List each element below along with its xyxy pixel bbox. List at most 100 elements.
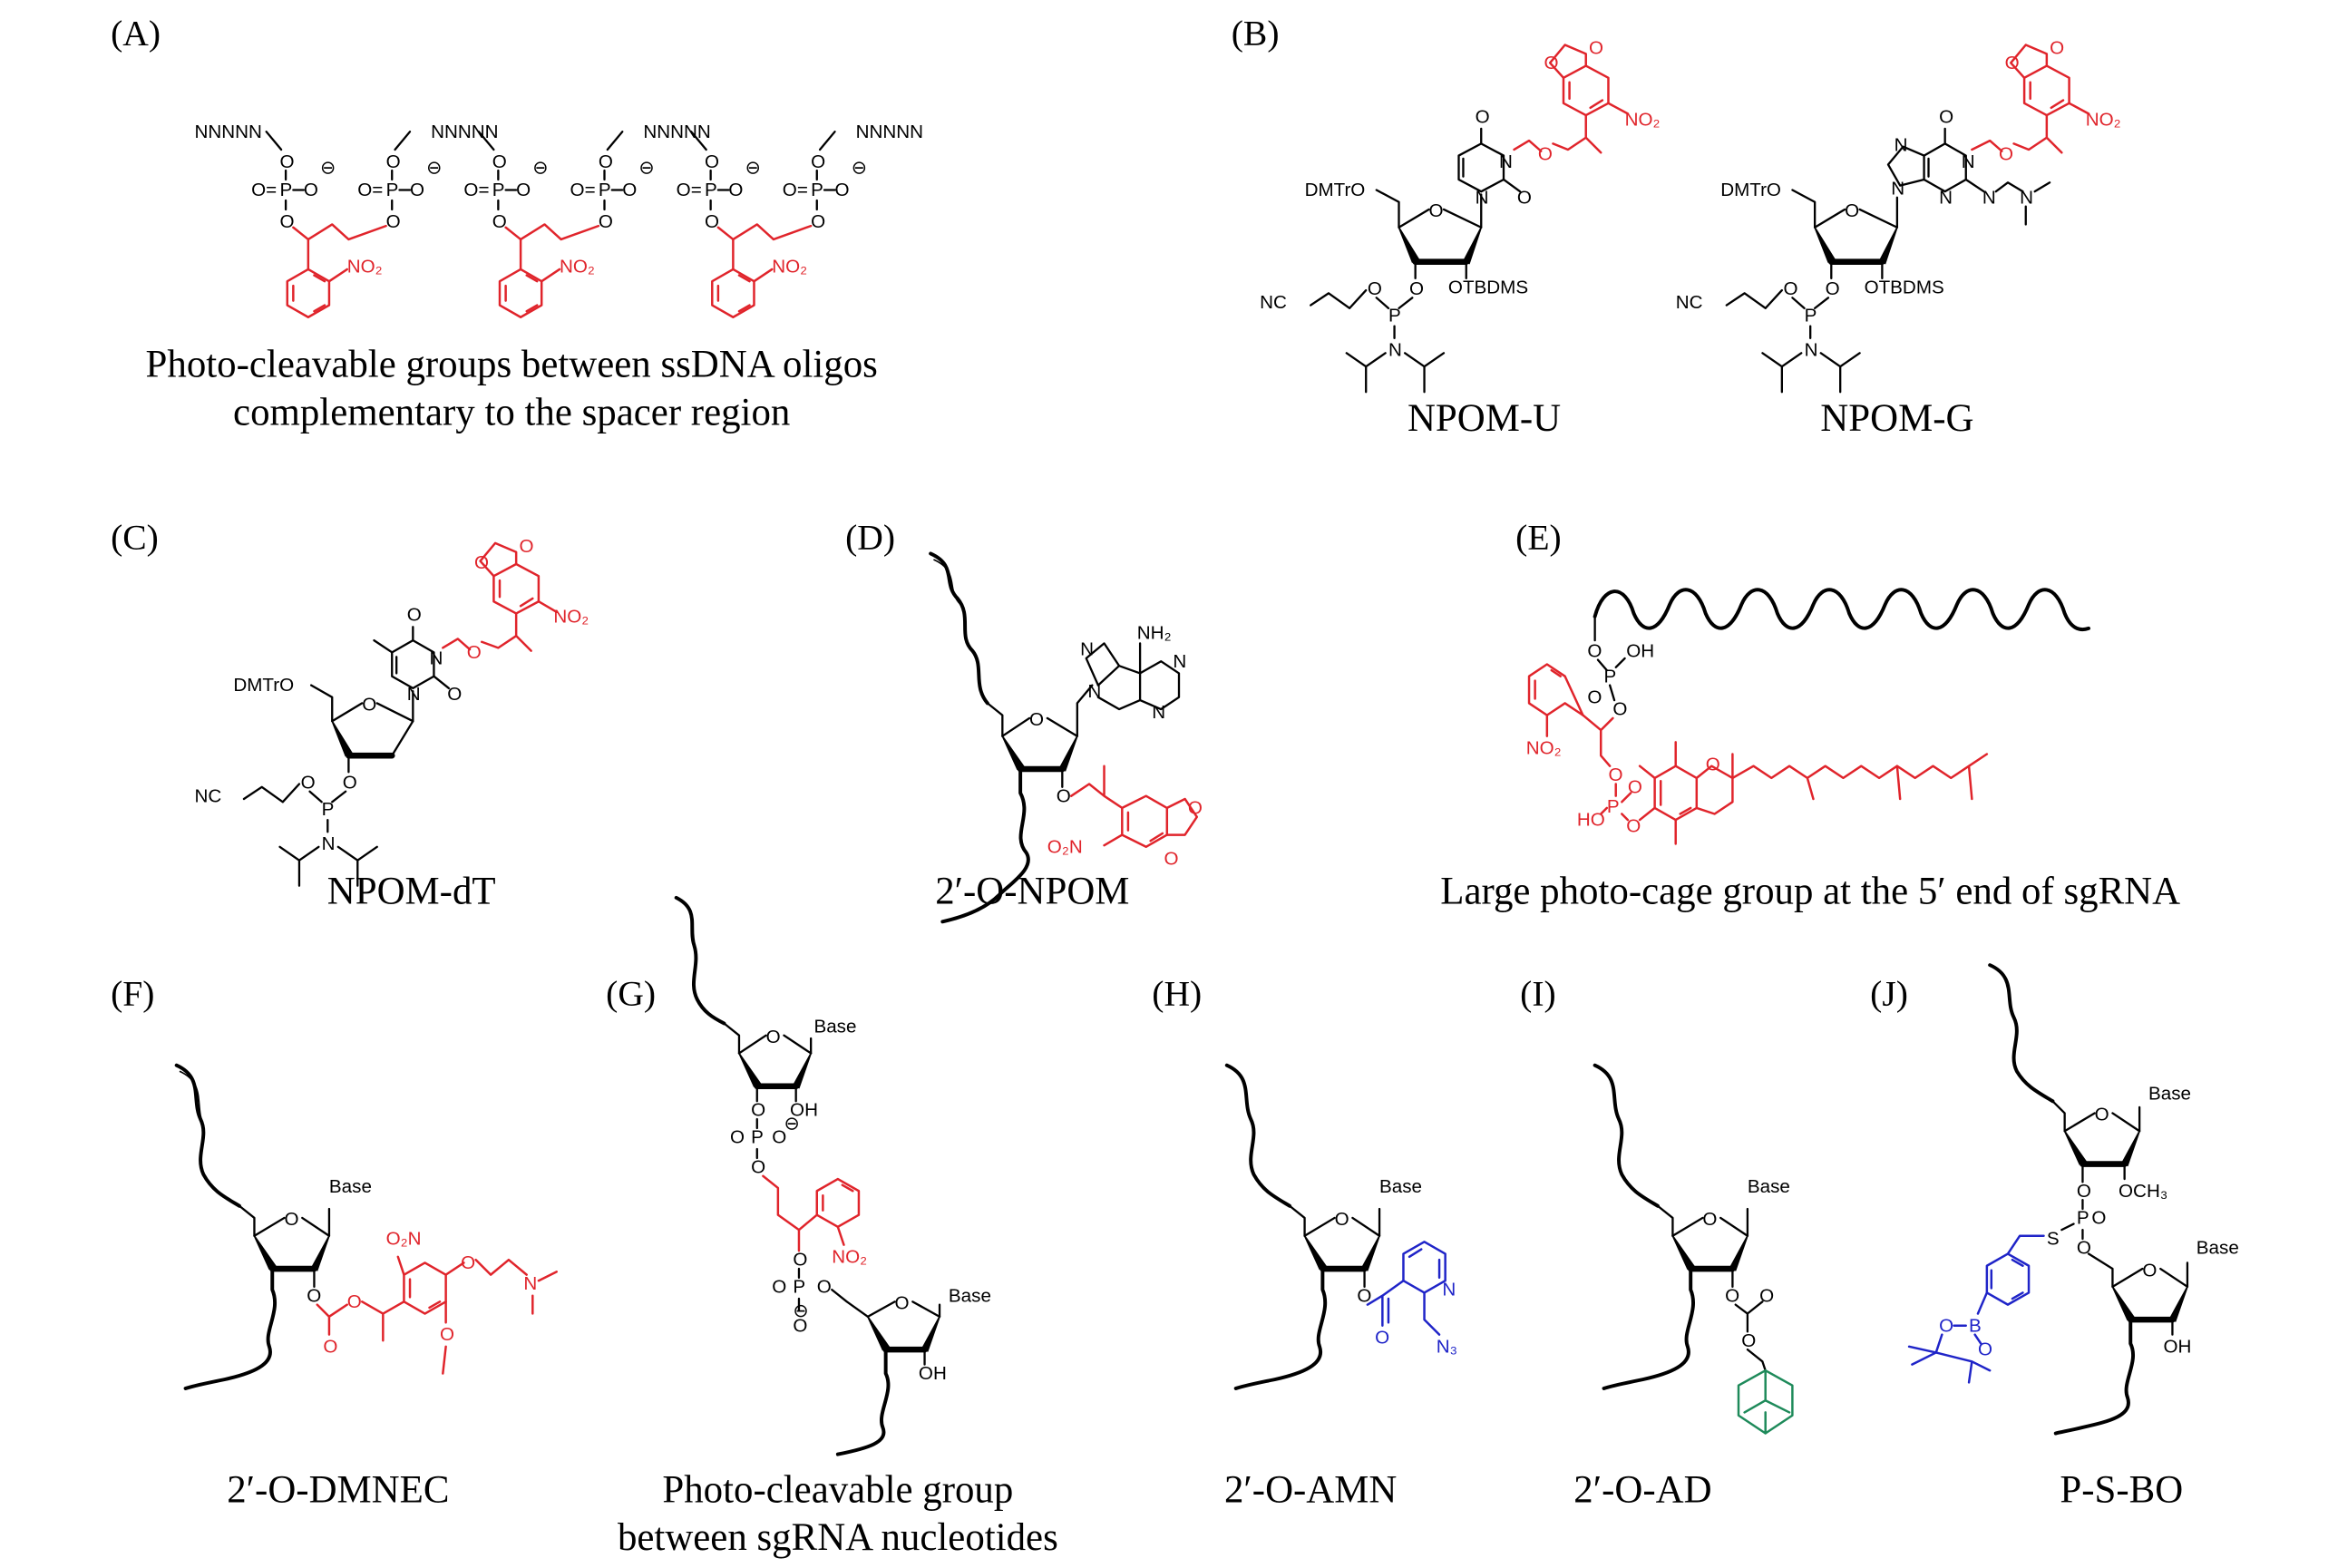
atom-o: O — [410, 180, 424, 200]
atom-p: P — [751, 1126, 764, 1147]
atom-o: O — [1375, 1328, 1389, 1349]
base-label: Base — [2148, 1084, 2191, 1105]
atom-o: O — [1939, 1315, 1953, 1336]
panel-d-label: (D) — [845, 517, 895, 557]
panel-h: (H) O Base O O N N₃ 2′-O-AMN — [1152, 974, 1457, 1512]
hydroxyl-label: OH — [919, 1363, 947, 1384]
atom-n: N — [1173, 651, 1186, 672]
atom-o: O — [474, 552, 489, 573]
atom-o: O= — [357, 180, 383, 200]
atom-o: O — [1999, 144, 2013, 165]
atom-o: O — [440, 1324, 454, 1345]
atom-o: O — [2095, 1105, 2109, 1125]
large-photocage-structure: O P OH O O NO₂ O P O HO O O — [1526, 588, 2091, 845]
negative-charge: ⊖ — [426, 157, 442, 178]
atom-o: O= — [463, 180, 489, 200]
atom-o: O — [1845, 200, 1859, 221]
oligo-label: NNNNN — [643, 122, 710, 142]
panel-f-caption: 2′-O-DMNEC — [227, 1468, 449, 1511]
atom-o: O — [492, 151, 507, 172]
panel-a: (A) NNNNN O O= P O ⊖ O NO₂ O — [111, 13, 923, 433]
atom-p: P — [705, 180, 717, 200]
nitro-group: NO₂ — [347, 256, 383, 277]
atom-o: O — [280, 151, 295, 172]
panel-f: (F) O Base O O O O₂N O N — [111, 974, 558, 1511]
atom-o: O — [599, 151, 613, 172]
atom-p: P — [280, 180, 293, 200]
atom-p: P — [2077, 1208, 2089, 1229]
panel-j-caption: P-S-BO — [2060, 1468, 2183, 1511]
negative-charge: ⊖ — [745, 157, 761, 178]
atom-o: O — [1741, 1330, 1756, 1351]
atom-o: O — [301, 772, 316, 793]
atom-o: O — [284, 1209, 298, 1230]
otbdms-label: OTBDMS — [1448, 277, 1528, 297]
panel-i: (I) O Base O O O 2′-O-AD — [1520, 974, 1794, 1511]
panel-i-caption: 2′-O-AD — [1573, 1468, 1711, 1511]
atom-o: O — [772, 1276, 786, 1297]
atom-o: O — [793, 1250, 807, 1271]
hydroxyl-label: OH — [2164, 1336, 2192, 1357]
nitro-group: NO₂ — [560, 256, 595, 277]
2-o-dmnec-structure: O Base O O O O₂N O N O — [174, 1063, 558, 1391]
atom-s: S — [2047, 1229, 2060, 1250]
atom-n: N — [1080, 639, 1094, 660]
atom-o: O — [1357, 1285, 1371, 1306]
panel-h-caption: 2′-O-AMN — [1224, 1468, 1397, 1511]
atom-o: O — [1587, 640, 1602, 661]
panel-b: (B) O O NO₂ O O N N O O — [1232, 13, 2121, 440]
atom-o: O — [793, 1315, 807, 1336]
negative-charge: ⊖ — [532, 157, 548, 178]
base-label: Base — [1379, 1176, 1422, 1197]
dmtro-label: DMTrO — [233, 675, 294, 696]
atom-o: O — [599, 211, 613, 232]
atom-o: O — [1589, 37, 1603, 58]
atom-p: P — [386, 180, 399, 200]
photocleavable-linker-unit: NNNNN O O= P O ⊖ O NO₂ O O= P — [431, 122, 655, 318]
npom-g-caption: NPOM-G — [1820, 397, 1973, 440]
atom-p: P — [492, 180, 505, 200]
atom-p: P — [1604, 666, 1617, 687]
atom-o: O — [2050, 37, 2064, 58]
atom-o: O — [2091, 1208, 2106, 1229]
atom-o: O= — [783, 180, 808, 200]
nitro-group: NO₂ — [772, 256, 807, 277]
atom-n: N — [1891, 178, 1904, 199]
panel-d-caption: 2′-O-NPOM — [935, 870, 1129, 912]
panel-g-label: (G) — [606, 974, 656, 1014]
atom-n: N — [1982, 187, 1996, 208]
atom-o: O — [467, 642, 482, 663]
panel-a-caption-line-1: Photo-cleavable groups between ssDNA oli… — [146, 344, 878, 386]
panel-i-label: (I) — [1520, 974, 1556, 1014]
base-label: Base — [329, 1176, 372, 1197]
atom-o: O — [1476, 106, 1490, 127]
rna-strand-helix — [1593, 588, 2091, 632]
base-label: Base — [1748, 1176, 1790, 1197]
atom-o: O — [1628, 776, 1642, 797]
negative-charge: ⊖ — [793, 1300, 808, 1321]
npom-u-structure: O O NO₂ O O N N O O DMTrO OT — [1260, 37, 1661, 394]
atom-o: O — [2077, 1238, 2091, 1259]
atom-o: O — [1517, 187, 1532, 208]
atom-o: O — [1057, 785, 1071, 806]
npom-g-structure: O O NO₂ O O N N N N N N O — [1676, 37, 2121, 394]
atom-n: N — [429, 648, 443, 669]
atom-o: O — [492, 211, 507, 232]
nitro-group: NO₂ — [1625, 110, 1661, 131]
base-label: Base — [949, 1285, 991, 1306]
atom-o: O — [386, 151, 401, 172]
atom-o: O — [622, 180, 637, 200]
photocleavable-sgrna-structure: O Base OH ⊖ O P O O O NO₂ O P O O — [674, 895, 991, 1456]
panel-j-label: (J) — [1870, 974, 1908, 1014]
panel-a-label: (A) — [111, 13, 161, 53]
atom-n: N — [1388, 340, 1402, 361]
negative-charge: ⊖ — [852, 157, 867, 178]
nitro-group: NO₂ — [832, 1246, 867, 1267]
panel-b-label: (B) — [1232, 13, 1280, 53]
atom-o: O — [516, 180, 531, 200]
nc-label: NC — [1260, 292, 1287, 313]
atom-o: O — [705, 211, 719, 232]
nitro-group: NO₂ — [553, 606, 589, 627]
atom-p: P — [322, 799, 335, 820]
